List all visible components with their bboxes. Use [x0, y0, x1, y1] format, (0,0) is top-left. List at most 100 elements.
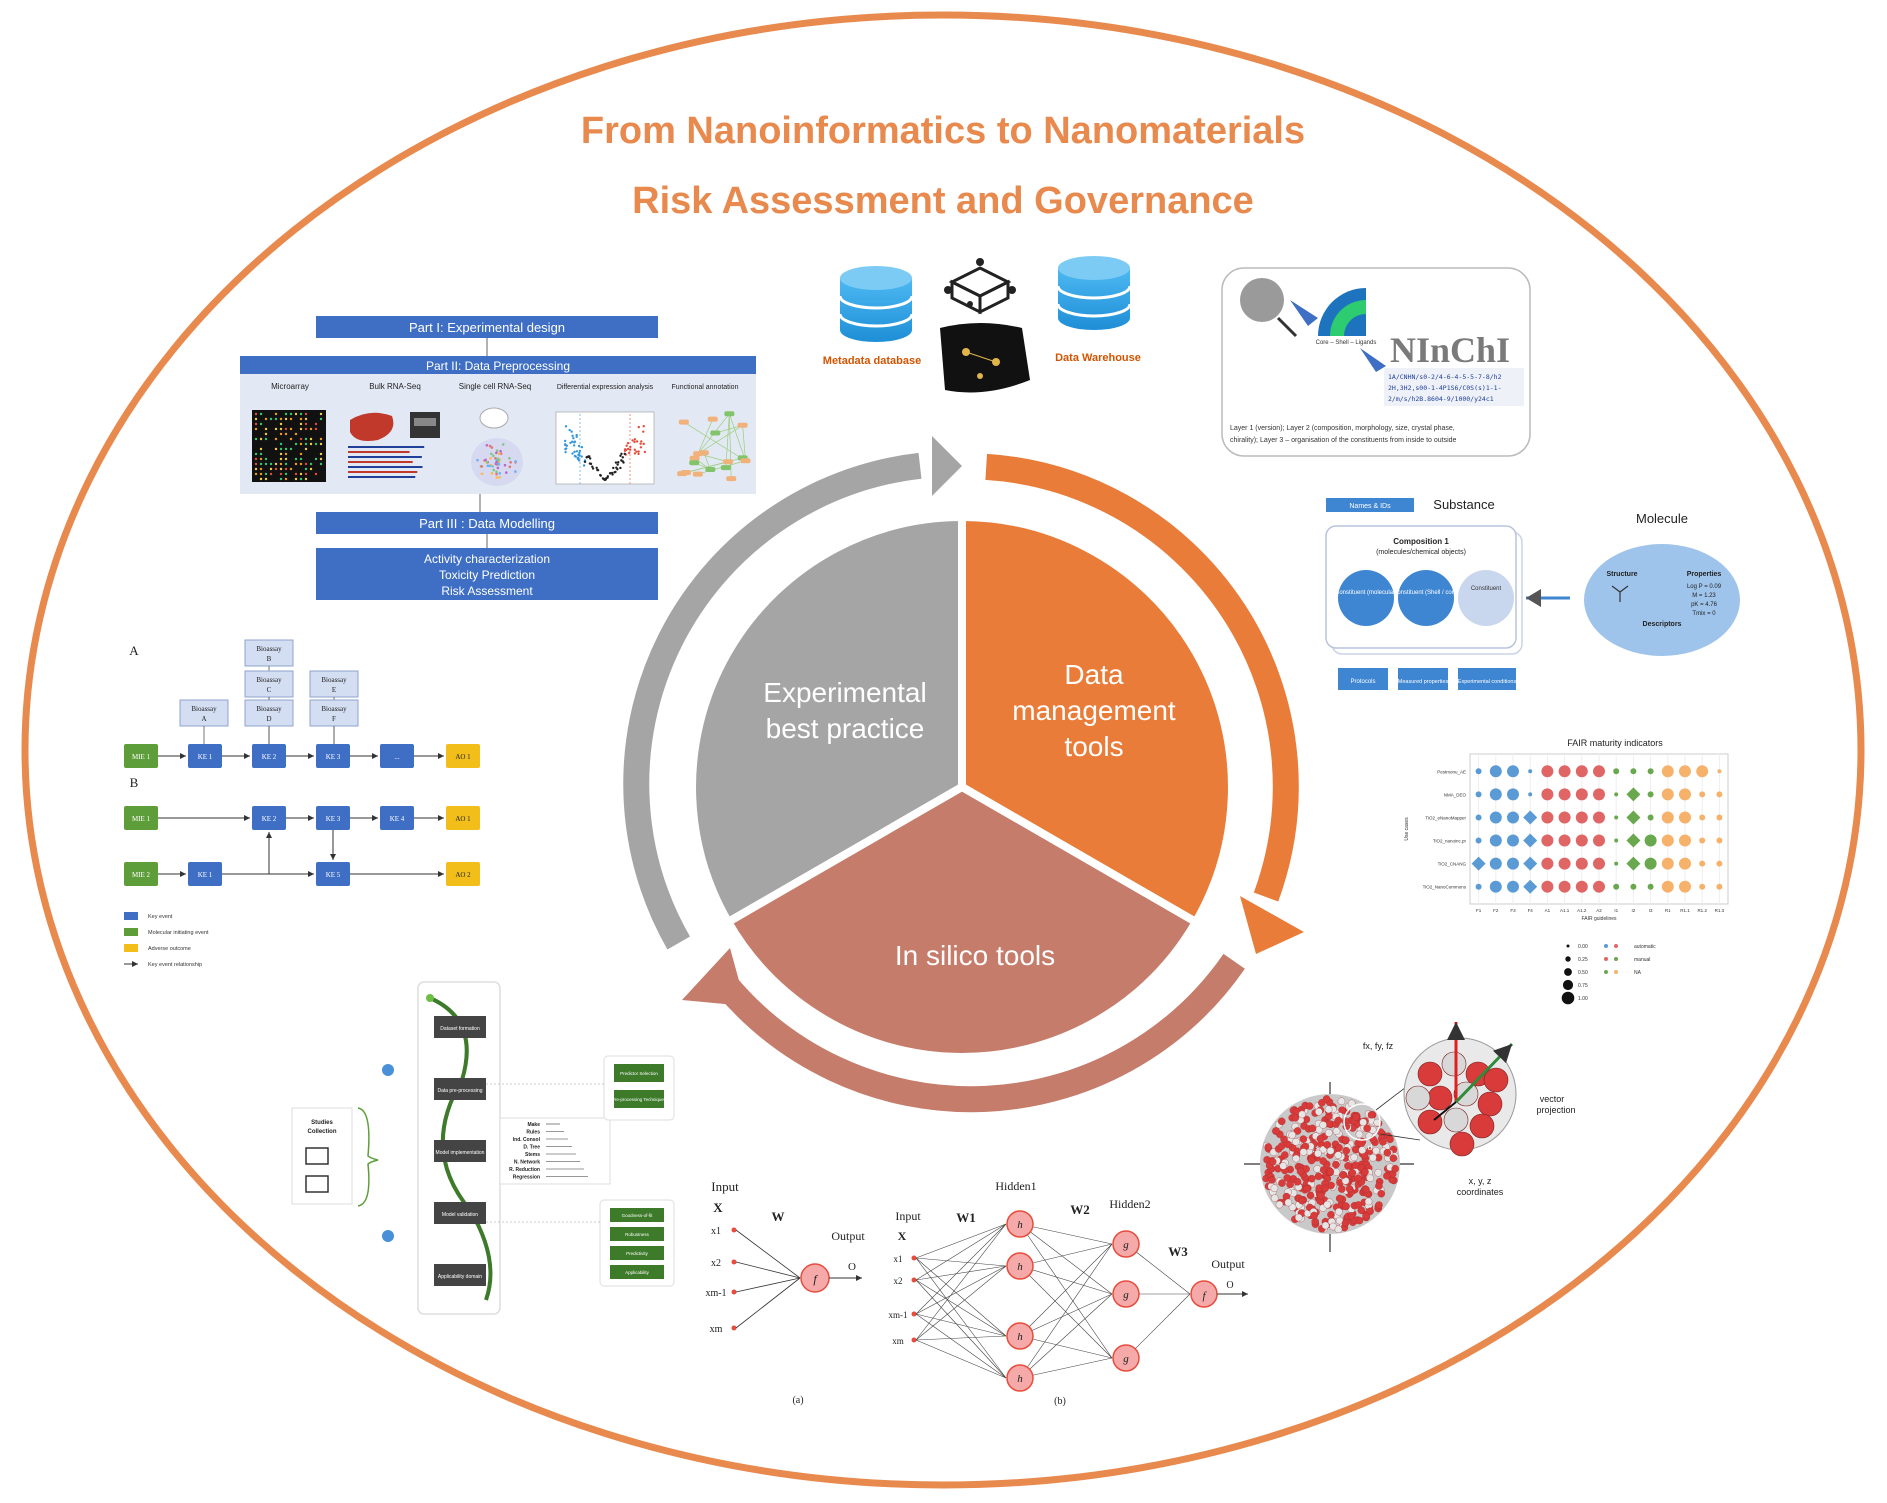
nn-a-w-label: W: [772, 1209, 785, 1224]
aop-b2-node-1: [188, 862, 222, 886]
np-atom: [1299, 1148, 1308, 1156]
volcano-point: [633, 452, 637, 455]
microarray-spot: [299, 457, 303, 461]
microarray-spot: [259, 452, 263, 456]
network-edge: [729, 413, 746, 461]
fair-dot: [1489, 834, 1502, 847]
nn-b-edge-2: [1019, 1243, 1113, 1379]
microarray-image: [252, 410, 326, 482]
volcano-point: [643, 450, 647, 454]
bioassay-label: Bioassay: [191, 705, 217, 713]
volcano-point: [633, 440, 636, 444]
nn-a-input-sym: xm: [710, 1324, 723, 1335]
fair-dot: [1696, 765, 1709, 778]
ninchi-layers-1: Layer 1 (version); Layer 2 (composition,…: [1230, 425, 1455, 432]
nn-a-weight: [735, 1277, 801, 1293]
microarray-spot: [319, 417, 323, 421]
volcano-point: [637, 450, 640, 453]
fair-col-label: I2: [1632, 908, 1636, 913]
tsne-dot: [514, 460, 517, 463]
tsne-dot: [488, 464, 492, 468]
tsne-dot: [501, 443, 505, 446]
aop-a-node-1-label: KE 1: [198, 753, 213, 761]
microarray-spot: [254, 427, 258, 431]
fair-dot: [1699, 837, 1706, 844]
microarray-spot: [314, 422, 318, 426]
fair-dot: [1507, 880, 1519, 893]
fair-title: FAIR maturity indicators: [1567, 738, 1663, 748]
nn-a-input-sym: x1: [711, 1226, 721, 1237]
network-node: [737, 422, 748, 428]
aop-b1-node-0-label: MIE 1: [132, 815, 151, 823]
ninchi-code-2: 2H,3H2,s00-1-4P1S6/C0S(s)1-1-: [1388, 384, 1502, 392]
np-vector-label: vector: [1540, 1094, 1565, 1104]
bulk-text-lines: [348, 446, 425, 478]
nn-b-hidden1-label: Hidden1: [995, 1179, 1036, 1193]
microarray-spot: [299, 442, 303, 446]
microarray-spot: [274, 467, 278, 471]
nn-b-input-node: [911, 1337, 917, 1343]
tsne-dot: [490, 472, 494, 475]
volcano-point: [608, 471, 612, 475]
fair-legend-size: [1564, 968, 1572, 976]
fair-legend-type: [1614, 944, 1618, 948]
np-zoom-circle: [1343, 1103, 1381, 1141]
svg-text:Experimental conditions: Experimental conditions: [1458, 679, 1517, 685]
tsne-dot: [508, 465, 512, 469]
nn-a-weight: [735, 1261, 801, 1279]
microarray-spot: [289, 467, 293, 471]
constituent-circle-3: [1458, 570, 1514, 626]
np-atom: [1323, 1141, 1332, 1149]
np-atom: [1294, 1213, 1303, 1222]
network-node: [680, 469, 691, 475]
microarray-spot: [319, 457, 323, 461]
fair-col-label: R1.1: [1680, 908, 1690, 913]
fair-diamond: [1523, 833, 1538, 848]
microarray-spot: [299, 427, 303, 431]
aop-b2-node-2: [316, 862, 350, 886]
np-atom: [1355, 1130, 1364, 1139]
ninchi-panel: Core – Shell – Ligands NInChI 1A/CNHN/s0…: [1221, 267, 1531, 457]
fair-dot: [1475, 768, 1482, 775]
np-atom: [1347, 1212, 1356, 1220]
aop-a-node-0-label: MIE 1: [132, 753, 151, 761]
molecule-structure-icon: [1611, 585, 1629, 602]
volcano-point: [580, 455, 583, 458]
volcano-point: [637, 452, 640, 456]
tsne-dot: [491, 454, 495, 458]
np-atom: [1314, 1172, 1323, 1181]
aop-legend-label: Key event relationship: [148, 962, 202, 968]
np-zoom-atom: [1469, 1113, 1495, 1139]
data-warehouse-label: Data Warehouse: [1055, 352, 1141, 364]
tsne-dot: [499, 452, 503, 455]
np-atom: [1288, 1131, 1296, 1139]
constituent-circle-1: [1338, 570, 1394, 626]
microarray-spot: [279, 422, 283, 426]
fair-legend-size-label: 0.25: [1578, 957, 1588, 963]
bioassay-label: Bioassay: [321, 705, 347, 713]
np-atom: [1359, 1118, 1367, 1127]
microarray-spot: [254, 417, 258, 421]
nn-b-edge-2: [1019, 1265, 1113, 1295]
np-atom: [1355, 1216, 1364, 1225]
fair-dot: [1475, 837, 1482, 844]
np-atom: [1277, 1142, 1286, 1150]
microarray-spot: [299, 472, 303, 476]
nn-a-o-label: O: [848, 1261, 856, 1273]
microarray-spot: [284, 457, 288, 461]
volcano-point: [614, 461, 618, 464]
np-atom: [1291, 1113, 1300, 1122]
nn-a-input-node: [731, 1259, 737, 1265]
workflow-part2-label: Part II: Data Preprocessing: [426, 359, 570, 373]
volcano-point: [591, 467, 595, 470]
nn-b-hidden1-node: [1006, 1364, 1034, 1392]
fair-dot: [1541, 880, 1554, 893]
workflow-part3-bar: [316, 512, 658, 534]
volcano-point: [588, 457, 592, 460]
fair-row-label: TiO2_CNANG: [1438, 862, 1467, 867]
bioassay-letter: E: [332, 686, 336, 694]
fair-col-label: R1: [1665, 908, 1671, 913]
fair-legend-size: [1561, 991, 1575, 1005]
microarray-spot: [304, 427, 308, 431]
workflow-col-5: Functional annotation: [672, 384, 739, 391]
